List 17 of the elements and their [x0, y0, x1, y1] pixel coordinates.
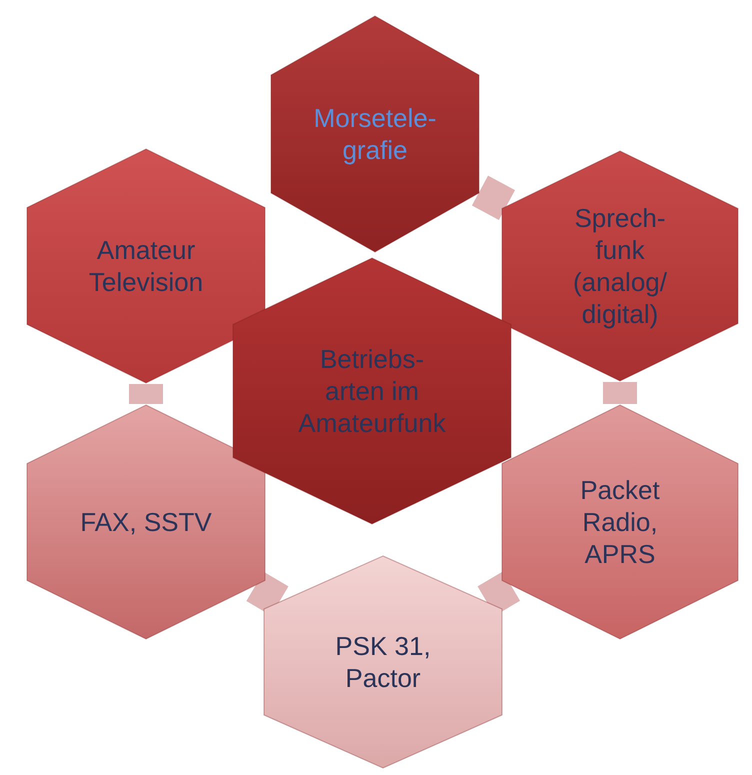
hexagon [263, 555, 503, 769]
hexagon-label: Sprech- funk (analog/ digital) [572, 202, 668, 330]
hexagon-label: Morsetele- grafie [312, 102, 438, 166]
connector-band [129, 384, 163, 404]
hexagon [501, 404, 739, 640]
hexagon [232, 257, 512, 525]
hexagon-label: Amateur Television [88, 234, 204, 298]
hexagon [26, 404, 266, 640]
hexagon-label: FAX, SSTV [80, 506, 212, 538]
hexagon-label: Packet Radio, APRS [579, 474, 661, 570]
hexagon-label: PSK 31, Pactor [334, 630, 432, 694]
hexagon-label: Betriebs- arten im Amateurfunk [297, 343, 447, 439]
hexagon [26, 148, 266, 384]
connector-band [603, 382, 637, 404]
connector-band [472, 176, 515, 220]
hexagon [501, 150, 739, 382]
hexagon [270, 15, 480, 253]
